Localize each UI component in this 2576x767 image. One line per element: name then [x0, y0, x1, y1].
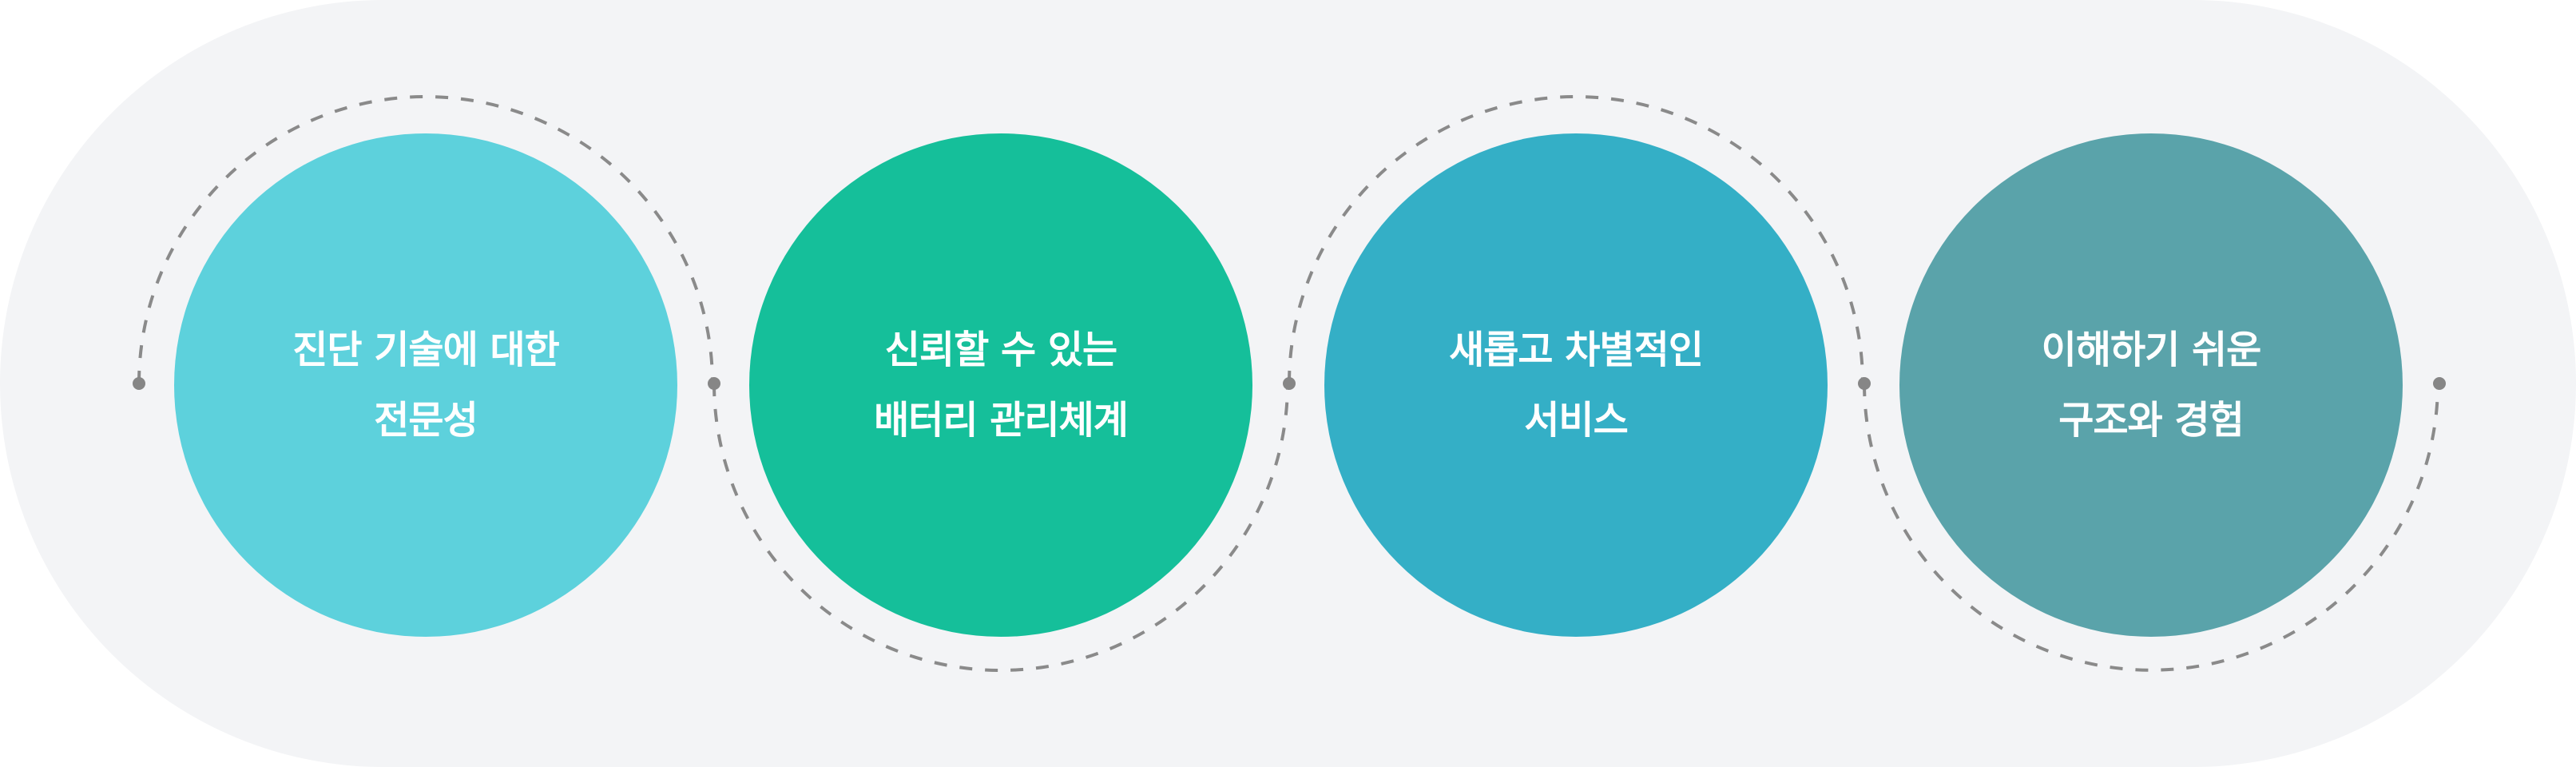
connector-node-3 [1283, 377, 1296, 390]
step-3-label-line-2: 서비스 [1524, 398, 1628, 443]
step-2-label-line-2: 배터리 관리체계 [874, 398, 1129, 443]
step-4-label-line-1: 이해하기 쉬운 [2041, 328, 2262, 372]
connector-node-2 [708, 377, 720, 390]
step-circle-2: 신뢰할 수 있는 배터리 관리체계 [749, 133, 1252, 637]
connector-node-1 [133, 377, 145, 390]
step-circle-1: 진단 기술에 대한 전문성 [174, 133, 677, 637]
step-2-label-line-1: 신뢰할 수 있는 [884, 328, 1117, 372]
connector-node-5 [2433, 377, 2446, 390]
connector-node-4 [1858, 377, 1871, 390]
step-circle-4: 이해하기 쉬운 구조와 경험 [1899, 133, 2403, 637]
step-4-label-line-2: 구조와 경험 [2058, 398, 2245, 443]
step-circle-3: 새롭고 차별적인 서비스 [1324, 133, 1828, 637]
step-3-label-line-1: 새롭고 차별적인 [1449, 328, 1704, 372]
step-1-label-line-1: 진단 기술에 대한 [292, 328, 560, 372]
step-1-label-line-2: 전문성 [374, 398, 478, 443]
